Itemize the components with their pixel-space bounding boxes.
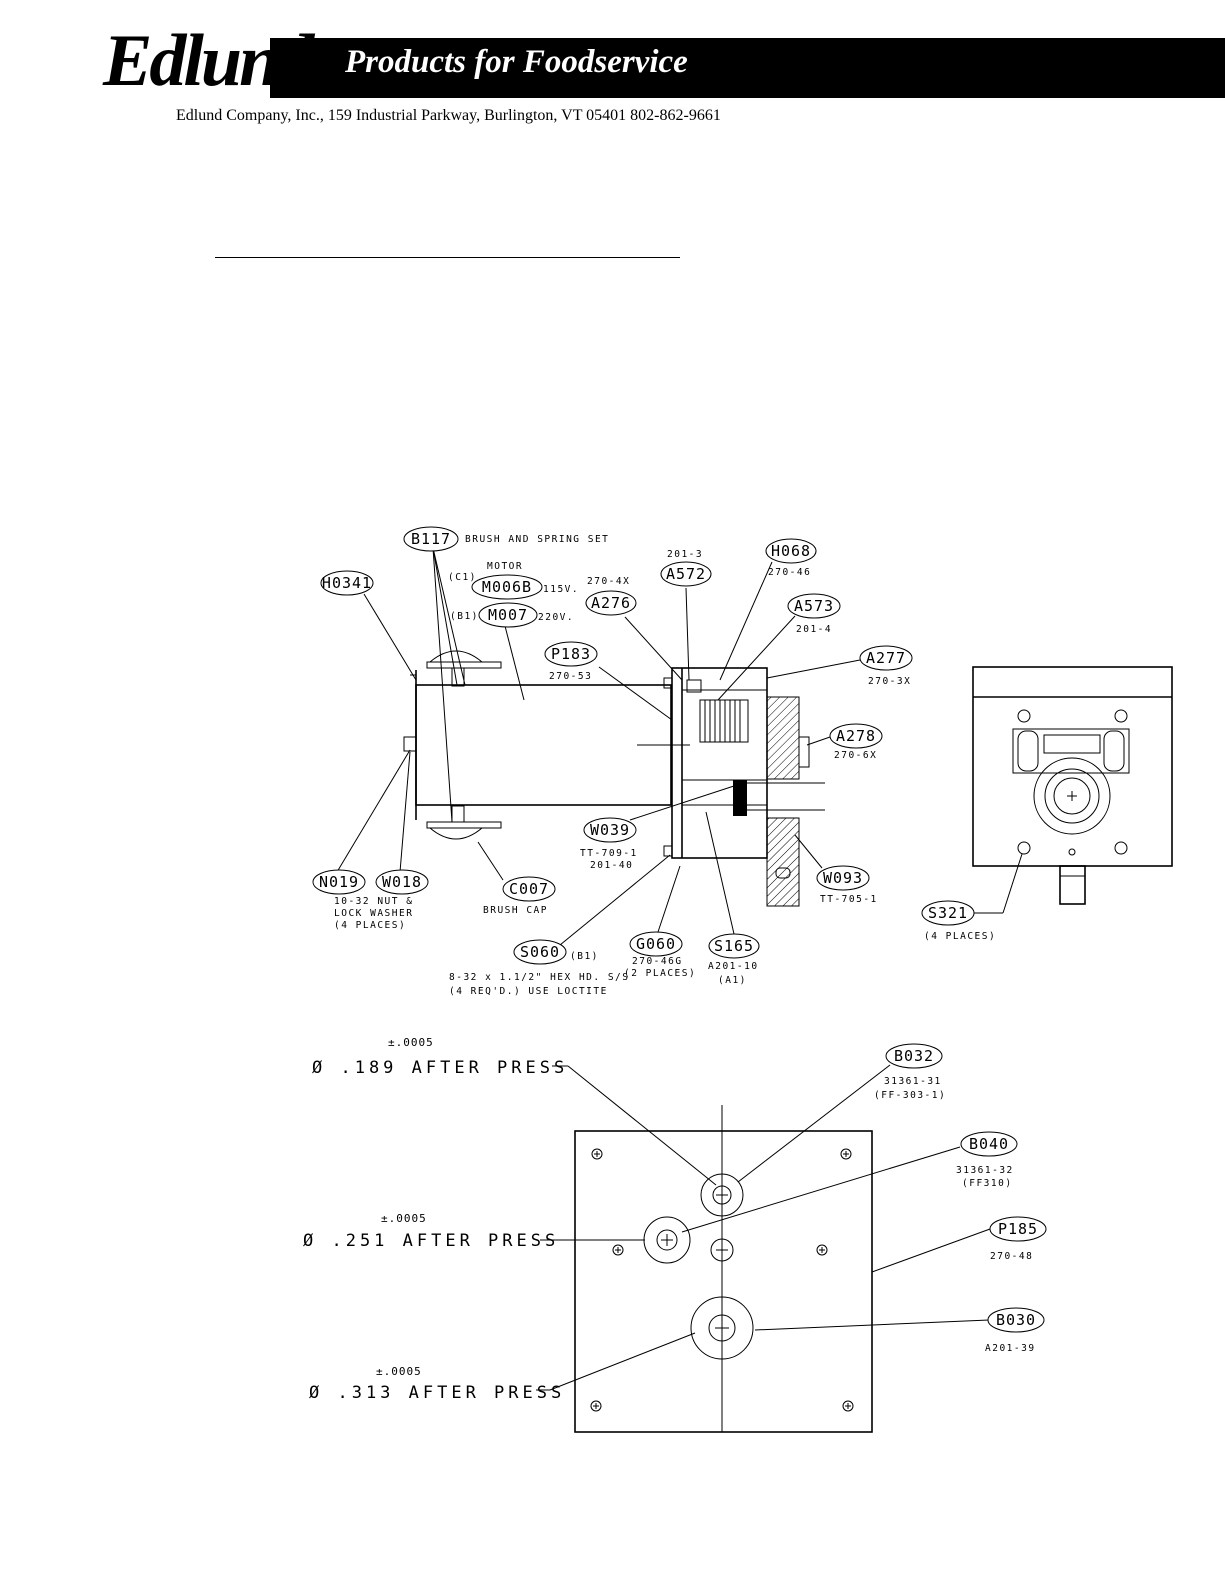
company-address: Edlund Company, Inc., 159 Industrial Par… <box>176 107 721 124</box>
callout-p183: P183 <box>551 645 591 663</box>
note-270-3x: 270-3X <box>868 676 911 687</box>
callout-n019: N019 <box>319 873 359 891</box>
note-brush-set: BRUSH AND SPRING SET <box>465 534 609 545</box>
motor-assembly-view: B117 H0341 M006B M007 A572 A276 H068 A57… <box>312 526 996 997</box>
note-s321-places: (4 PLACES) <box>924 931 996 942</box>
tolerance-1: ±.0005 <box>388 1036 434 1049</box>
header-tagline: Products for Foodservice <box>345 44 688 80</box>
note-201-4: 201-4 <box>796 624 832 635</box>
note-270-46: 270-46 <box>768 567 811 578</box>
header-bar <box>270 38 1225 98</box>
dimension-189: Ø .189 AFTER PRESS <box>312 1058 568 1078</box>
note-270-6x: 270-6X <box>834 750 877 761</box>
callout-w018: W018 <box>382 873 422 891</box>
note-tt705: TT-705-1 <box>820 894 878 905</box>
tolerance-2: ±.0005 <box>381 1212 427 1225</box>
callout-m007: M007 <box>488 606 528 624</box>
note-s060-b1: (B1) <box>570 951 599 962</box>
brush-cap-top <box>429 650 483 663</box>
note-115v: 115V. <box>543 584 579 595</box>
callout-s321: S321 <box>928 904 968 922</box>
note-nut-1: 10-32 NUT & <box>334 896 413 907</box>
note-s165-b: (A1) <box>718 975 747 986</box>
callout-m006b: M006B <box>482 578 532 596</box>
brush-holder <box>1012 728 1130 774</box>
note-270-53: 270-53 <box>549 671 592 682</box>
note-b1: (B1) <box>450 611 479 622</box>
mounting-holes <box>590 1148 854 1412</box>
note-b040-a: 31361-32 <box>956 1165 1014 1176</box>
callout-b030: B030 <box>996 1311 1036 1329</box>
note-brush-cap: BRUSH CAP <box>483 905 548 916</box>
note-s165-a: A201-10 <box>708 961 759 972</box>
note-screw-1: 8-32 x 1.1/2" HEX HD. S/S <box>449 972 630 983</box>
note-201-40: 201-40 <box>590 860 633 871</box>
note-b032-b: (FF-303-1) <box>874 1090 946 1101</box>
callout-w039: W039 <box>590 821 630 839</box>
callout-h068: H068 <box>771 542 811 560</box>
callout-b117: B117 <box>411 530 451 548</box>
gear-hub <box>733 780 747 816</box>
callout-b040: B040 <box>969 1135 1009 1153</box>
bearing-b030 <box>690 1296 754 1360</box>
note-b030: A201-39 <box>985 1343 1036 1354</box>
callout-p185: P185 <box>998 1220 1038 1238</box>
dimension-313: Ø .313 AFTER PRESS <box>309 1383 565 1403</box>
callout-s165: S165 <box>714 937 754 955</box>
callout-c007: C007 <box>509 880 549 898</box>
gear-stack <box>699 699 749 743</box>
base-plate-view: B032 B040 P185 B030 31361-31 (FF-303-1) … <box>303 1036 1047 1433</box>
callout-s060: S060 <box>520 943 560 961</box>
bearing-b032 <box>700 1173 744 1217</box>
callout-b032: B032 <box>894 1047 934 1065</box>
callout-w093: W093 <box>823 869 863 887</box>
note-201-3: 201-3 <box>667 549 703 560</box>
callout-a276: A276 <box>591 594 631 612</box>
tolerance-3: ±.0005 <box>376 1365 422 1378</box>
motor-body <box>415 684 672 806</box>
callout-h0341: H0341 <box>322 574 372 592</box>
note-220v: 220V. <box>538 612 574 623</box>
base-plate <box>574 1130 873 1433</box>
callout-a573: A573 <box>794 597 834 615</box>
gear-housing <box>671 667 768 859</box>
brush-cap-bottom <box>429 827 483 840</box>
callout-a278: A278 <box>836 727 876 745</box>
callout-g060: G060 <box>636 935 676 953</box>
note-nut-2: LOCK WASHER <box>334 908 413 919</box>
note-b032-a: 31361-31 <box>884 1076 942 1087</box>
callout-a277: A277 <box>866 649 906 667</box>
note-c1: (C1) <box>448 572 477 583</box>
note-p185: 270-48 <box>990 1251 1033 1262</box>
note-motor: MOTOR <box>487 561 523 572</box>
end-view-shaft <box>1059 865 1086 905</box>
end-view-bearing <box>1033 757 1111 835</box>
title-underline <box>215 257 680 258</box>
note-g060-b: (2 PLACES) <box>624 968 696 979</box>
end-view <box>972 666 1173 914</box>
note-tt709: TT-709-1 <box>580 848 638 859</box>
note-b040-b: (FF310) <box>962 1178 1013 1189</box>
note-g060-a: 270-46G <box>632 956 683 967</box>
edlund-logo: Edlund <box>103 20 314 102</box>
coupling-block <box>766 696 800 780</box>
note-270-4x: 270-4X <box>587 576 630 587</box>
dimension-251: Ø .251 AFTER PRESS <box>303 1231 559 1251</box>
callout-a572: A572 <box>666 565 706 583</box>
note-screw-2: (4 REQ'D.) USE LOCTITE <box>449 986 608 997</box>
note-nut-3: (4 PLACES) <box>334 920 406 931</box>
